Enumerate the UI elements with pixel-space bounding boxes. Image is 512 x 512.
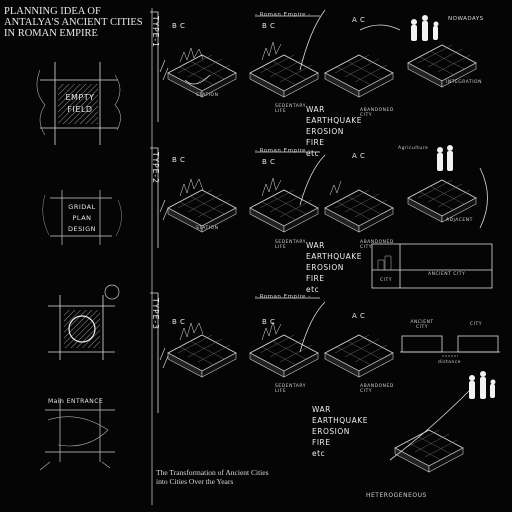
type-3-label: TYPE-3	[151, 298, 160, 330]
type-1-bc: B C	[172, 22, 185, 30]
type-3-sedentary: SEDENTARY LIFE	[275, 384, 307, 394]
entrance-sketch	[40, 398, 115, 470]
type-2-ac: A C	[352, 152, 365, 160]
type-2-roman-empire: - Roman Empire -	[255, 148, 311, 154]
type-1-nowadays: NOWADAYS	[448, 16, 484, 22]
type-2-sedentary: SEDENTARY LIFE	[275, 240, 307, 250]
type-2-abandoned: ABANDONED CITY	[360, 240, 394, 250]
type-3-ac: A C	[352, 312, 365, 320]
type-1-integration: INTEGRATION	[446, 80, 482, 85]
type-2-station: STATION	[196, 226, 218, 231]
type-1-bc2: B C	[262, 22, 275, 30]
type-2-label: TYPE-2	[151, 152, 160, 184]
empty-field-label: EMPTY FIELD	[62, 92, 98, 116]
type-2-section-city: CITY	[380, 278, 392, 283]
type-3-roman-empire: - Roman Empire -	[255, 294, 311, 300]
type-2-section-ancient-city: ANCIENT CITY	[428, 272, 465, 277]
type-3-section-city: CITY	[470, 322, 482, 327]
type-3-section-distance: distance	[438, 360, 461, 365]
main-entrance-label: Main ENTRANCE	[48, 398, 108, 405]
figure-caption: The Transformation of Ancient Cities int…	[156, 468, 276, 486]
type-1-station: STATION	[196, 93, 218, 98]
type-3-bc: B C	[172, 318, 185, 326]
type-1-causes: WAREARTHQUAKEEROSIONFIREetc	[306, 104, 362, 159]
type-3-bc2: B C	[262, 318, 275, 326]
type-2-agriculture: Agriculture	[398, 146, 428, 151]
type-2-bc: B C	[172, 156, 185, 164]
type-1-sedentary: SEDENTARY LIFE	[275, 104, 307, 114]
gridal-plan-label: GRIDAL PLAN DESIGN	[62, 202, 102, 235]
type-3-causes: WAREARTHQUAKEEROSIONFIREetc	[312, 404, 368, 459]
type-3-abandoned: ABANDONED CITY	[360, 384, 394, 394]
type-1-label: TYPE-1	[151, 16, 160, 48]
page-title: PLANNING IDEA OF ANTALYA'S ANCIENT CITIE…	[4, 6, 154, 39]
forum-sketch	[48, 285, 119, 360]
type-1-roman-empire: - Roman Empire -	[255, 12, 311, 18]
type-3-section-ancient-city: ANCIENT CITY	[408, 320, 436, 330]
type-2-causes: WAREARTHQUAKEEROSIONFIREetc	[306, 240, 362, 295]
type-1-abandoned: ABANDONED CITY	[360, 108, 394, 118]
type-2-adjacent: ADJACENT	[446, 218, 473, 223]
type-1-ac: A C	[352, 16, 365, 24]
type3-section	[400, 336, 500, 356]
type-3-heterogeneous: HETEROGENEOUS	[366, 492, 427, 499]
type-2-bc2: B C	[262, 158, 275, 166]
